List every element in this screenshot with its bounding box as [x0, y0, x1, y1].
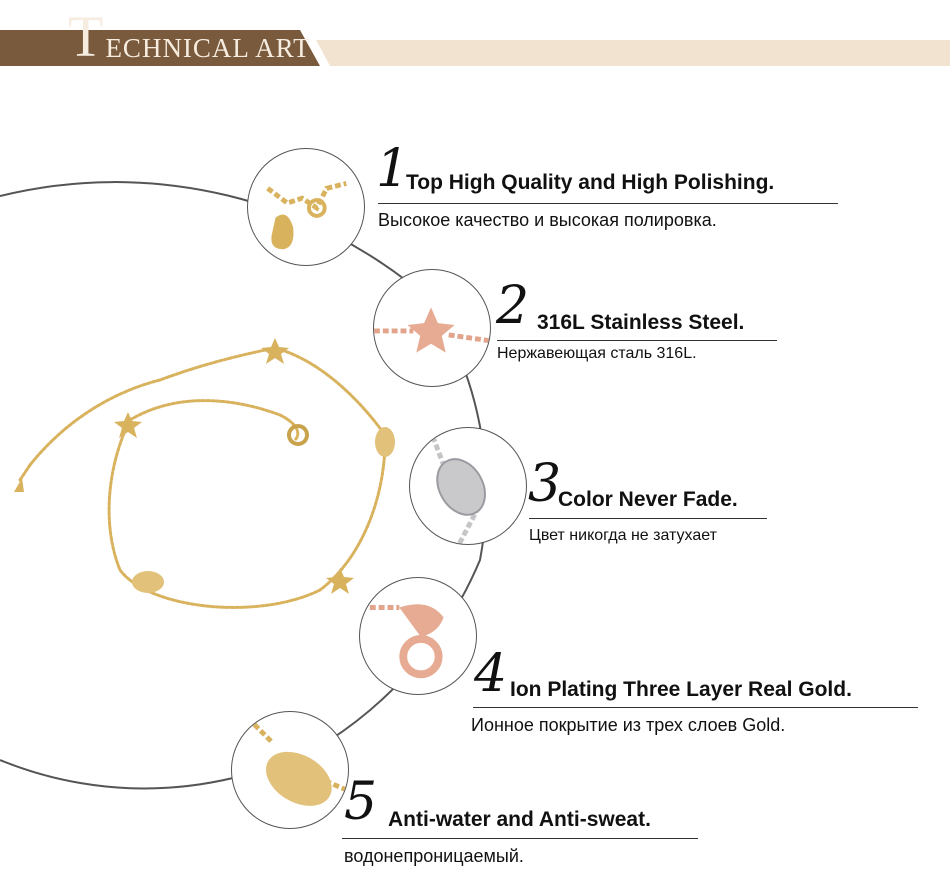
thumb-oval-link [409, 427, 527, 545]
oval-link-icon [427, 428, 486, 544]
header-strip [316, 40, 950, 66]
drop-pendant-icon [266, 181, 347, 250]
thumb-oval-tag [231, 711, 349, 829]
header-banner [0, 30, 320, 66]
feature-rule-4 [473, 707, 918, 708]
feature-title-4: Ion Plating Three Layer Real Gold. [510, 678, 852, 701]
feature-rule-5 [342, 838, 698, 839]
bracelet-image [14, 338, 395, 609]
feature-number-2: 2 [496, 276, 530, 336]
section-title: T ECHNICAL ART [68, 2, 311, 66]
feature-number-1: 1 [376, 139, 410, 199]
feature-title-3: Color Never Fade. [558, 488, 738, 511]
feature-subtitle-1: Высокое качество и высокая полировка. [378, 210, 717, 230]
feature-number-5: 5 [344, 772, 378, 832]
feature-title-5: Anti-water and Anti-sweat. [388, 808, 651, 831]
feature-number-3: 3 [528, 454, 562, 514]
lobster-clasp-icon [369, 604, 444, 679]
feature-rule-2 [497, 340, 777, 341]
star-charm-icon [374, 307, 490, 353]
oval-tag-icon [240, 712, 348, 806]
feature-subtitle-2: Нержавеющая сталь 316L. [497, 345, 697, 362]
thumb-drop-pendant [247, 148, 365, 266]
feature-subtitle-3: Цвет никогда не затухает [529, 527, 717, 544]
thumb-star-charm [373, 269, 491, 387]
feature-rule-1 [378, 203, 838, 204]
feature-rule-3 [529, 518, 767, 519]
feature-title-2: 316L Stainless Steel. [537, 311, 745, 334]
feature-title-1: Top High Quality and High Polishing. [406, 171, 775, 194]
feature-subtitle-4: Ионное покрытие из трех слоев Gold. [471, 715, 786, 735]
feature-number-4: 4 [474, 644, 508, 704]
section-title-rest: ECHNICAL ART [105, 33, 311, 63]
section-title-initial: T [68, 4, 104, 69]
feature-subtitle-5: водонепроницаемый. [344, 846, 524, 866]
thumb-lobster-clasp [359, 577, 477, 695]
